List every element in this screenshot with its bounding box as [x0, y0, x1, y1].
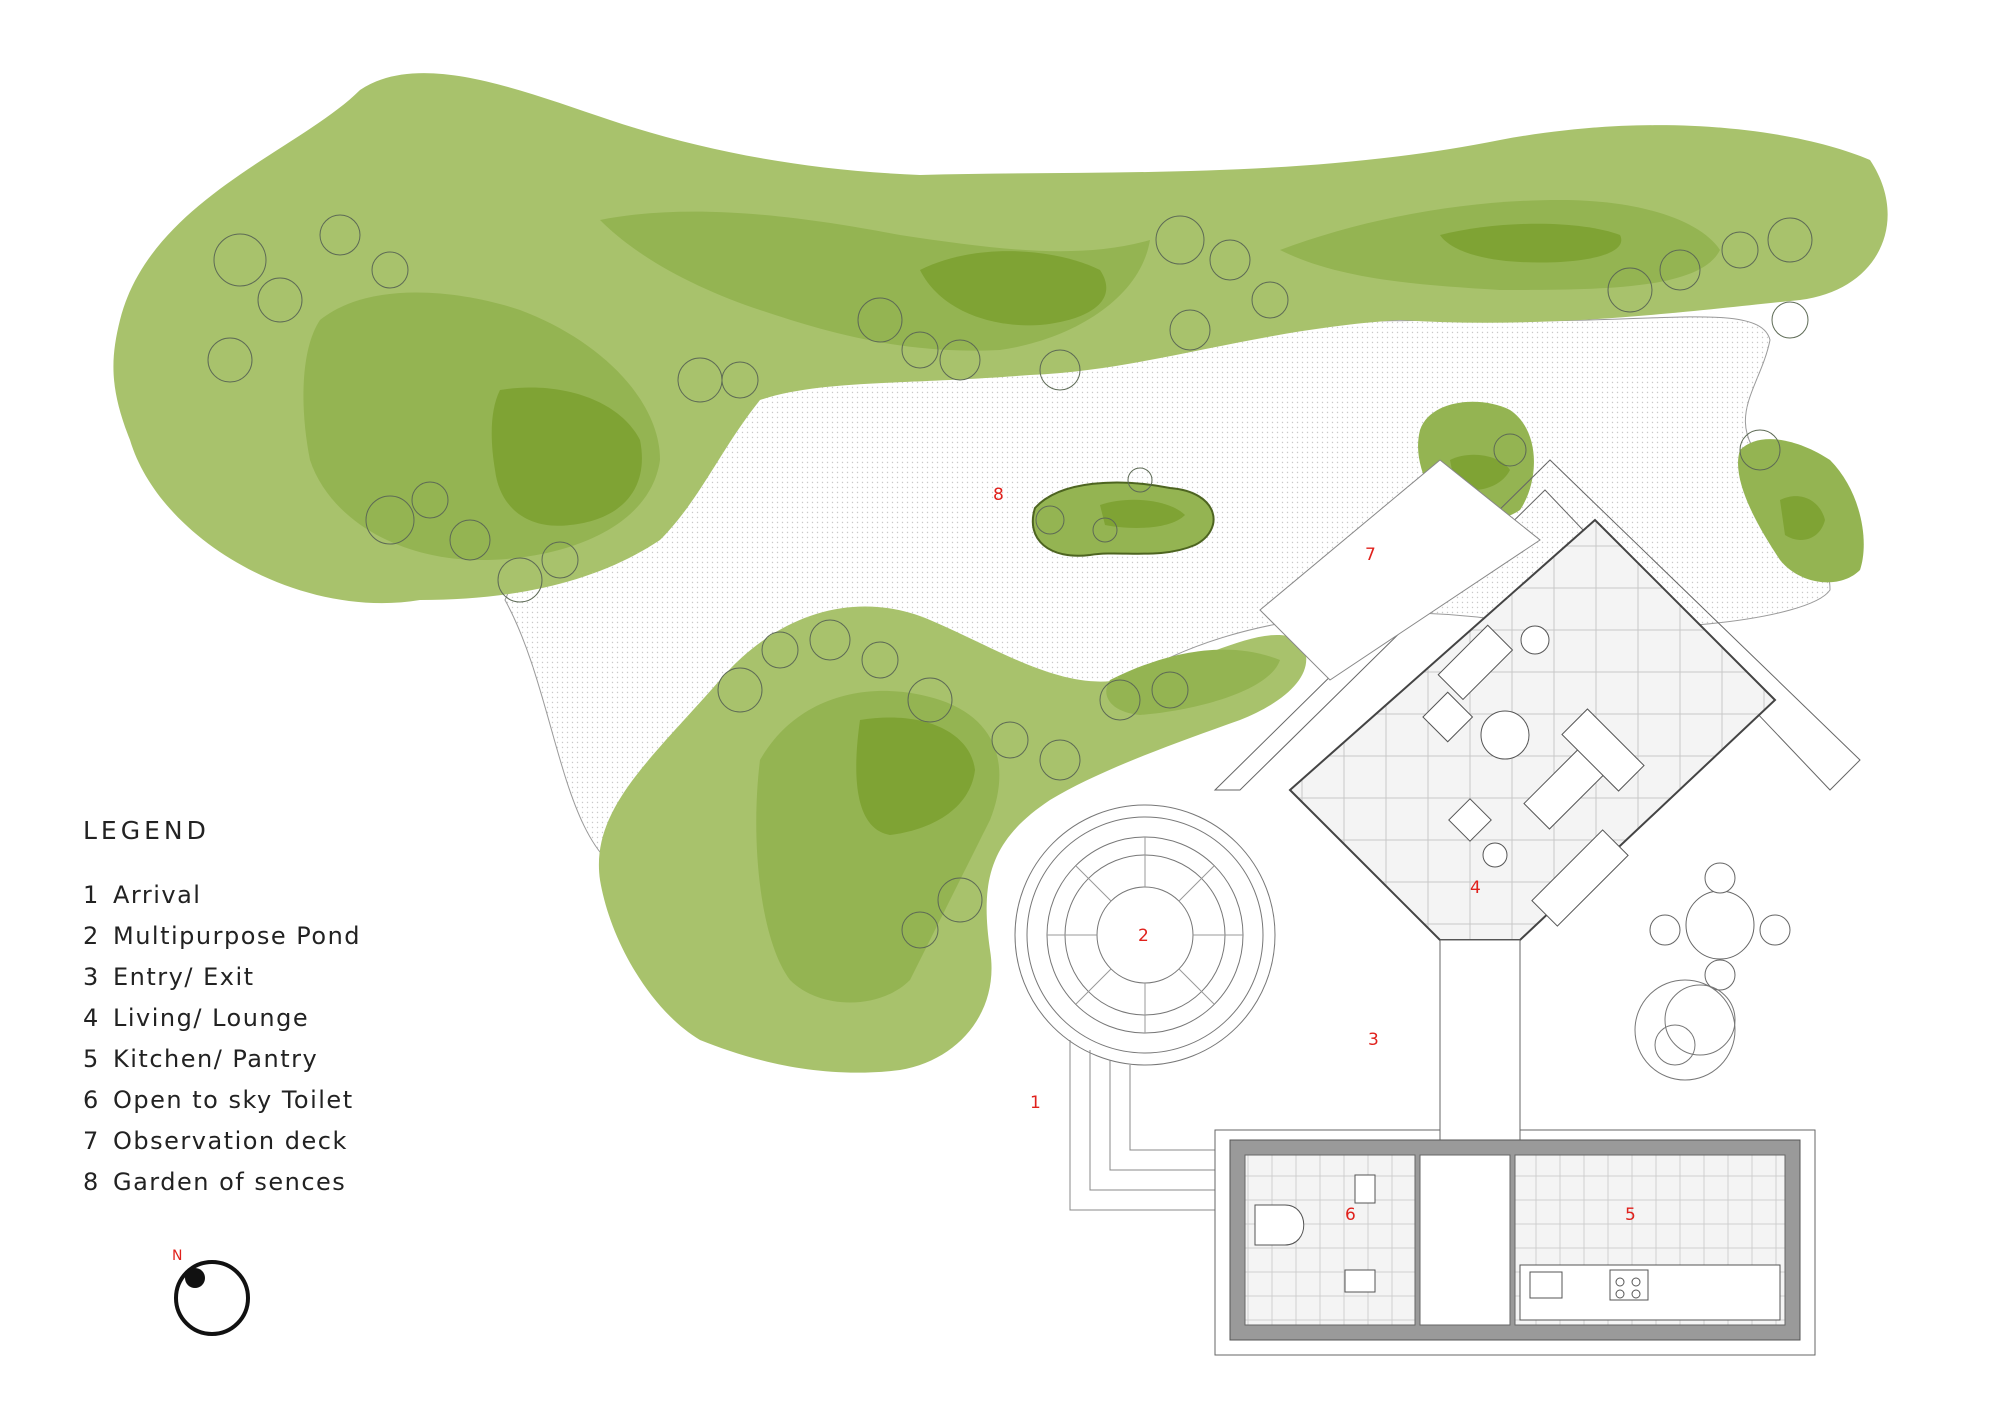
- legend-item-deck: 7 Observation deck: [83, 1127, 361, 1168]
- lawn-north-dark-3: [1440, 223, 1622, 263]
- legend-item-pond: 2 Multipurpose Pond: [83, 922, 361, 963]
- label-entry: 3: [1368, 1030, 1379, 1050]
- lawn-southwest-tail: [1106, 649, 1280, 715]
- entry-corridor: [1439, 939, 1521, 1151]
- legend-item-arrival: 1 Arrival: [83, 881, 361, 922]
- legend-label: Living/ Lounge: [113, 1004, 310, 1032]
- legend-label: Multipurpose Pond: [113, 922, 362, 950]
- legend-num: 3: [83, 963, 100, 991]
- stair-hall-floor: [1419, 1154, 1511, 1326]
- legend-label: Open to sky Toilet: [113, 1086, 354, 1114]
- label-living: 4: [1470, 878, 1481, 898]
- north-arrow-icon: N: [172, 1248, 250, 1336]
- legend-label: Kitchen/ Pantry: [113, 1045, 319, 1073]
- legend-num: 1: [83, 881, 100, 909]
- legend-title: LEGEND: [83, 816, 210, 845]
- multipurpose-pond: [1014, 804, 1276, 1066]
- living-furniture: [1422, 624, 1645, 927]
- label-garden: 8: [993, 485, 1004, 505]
- label-deck: 7: [1365, 545, 1376, 565]
- legend-num: 4: [83, 1004, 100, 1032]
- legend-num: 8: [83, 1168, 100, 1196]
- legend-label: Entry/ Exit: [113, 963, 255, 991]
- north-letter: N: [172, 1248, 182, 1264]
- lawn-north-dark-1: [491, 387, 642, 526]
- tree-outline: [1634, 979, 1736, 1081]
- label-kitchen: 5: [1625, 1205, 1636, 1225]
- legend-label: Garden of sences: [113, 1168, 347, 1196]
- legend-item-garden: 8 Garden of sences: [83, 1168, 361, 1209]
- kitchen-fixtures: [1519, 1264, 1781, 1321]
- lawn-southwest-dark: [856, 717, 975, 835]
- legend-item-toilet: 6 Open to sky Toilet: [83, 1086, 361, 1127]
- legend-num: 7: [83, 1127, 100, 1155]
- legend-num: 2: [83, 922, 100, 950]
- legend-num: 5: [83, 1045, 100, 1073]
- toilet-fixtures: [1254, 1174, 1376, 1293]
- label-pond: 2: [1138, 926, 1149, 946]
- lawn-north-dark-2: [920, 251, 1107, 326]
- legend-item-living: 4 Living/ Lounge: [83, 1004, 361, 1045]
- legend-item-entry: 3 Entry/ Exit: [83, 963, 361, 1004]
- lawn-northeast-2-dark: [1780, 496, 1825, 540]
- legend-label: Observation deck: [113, 1127, 348, 1155]
- legend-item-kitchen: 5 Kitchen/ Pantry: [83, 1045, 361, 1086]
- arrival-path: [1069, 1040, 1215, 1211]
- label-arrival: 1: [1030, 1093, 1041, 1113]
- shrub-group: [207, 214, 1813, 949]
- observation-deck: [1259, 459, 1541, 681]
- dining-set: [1649, 862, 1791, 991]
- living-lounge-floor: [1288, 518, 1777, 941]
- label-toilet: 6: [1345, 1205, 1356, 1225]
- lawn-island-dark: [1100, 499, 1185, 528]
- legend-num: 6: [83, 1086, 100, 1114]
- legend-label: Arrival: [113, 881, 202, 909]
- legend: LEGEND 1 Arrival 2 Multipurpose Pond 3 Entr…: [83, 816, 361, 1209]
